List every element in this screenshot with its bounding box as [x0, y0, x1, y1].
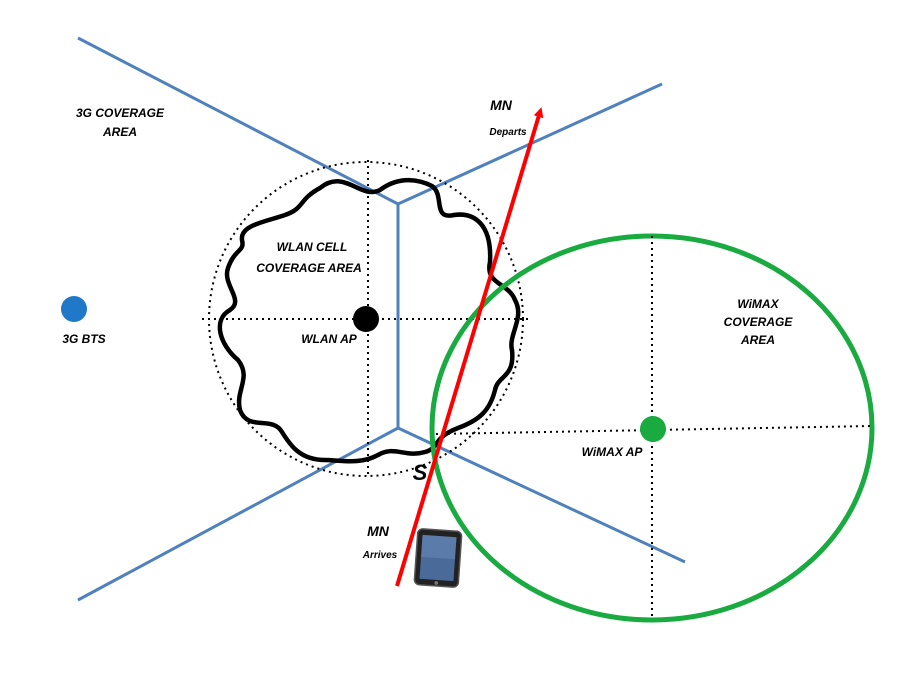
- wimax-ap-label: WiMAX AP: [582, 445, 644, 459]
- mn-arrives-label: Arrives: [362, 550, 398, 561]
- wlan-cell: [202, 160, 532, 478]
- wlan-cell-label-line2: COVERAGE AREA: [256, 261, 362, 275]
- wlan-cell-label-line1: WLAN CELL: [277, 240, 348, 254]
- sector-line-lower-left: [77, 426, 399, 602]
- mn-departs-label: Departs: [489, 127, 527, 138]
- wimax-cell: [429, 233, 875, 623]
- 3g-coverage-label-line2: AREA: [102, 125, 137, 139]
- wimax-coverage-label-line1: WiMAX: [737, 297, 779, 311]
- tablet-icon: [413, 528, 463, 588]
- wlan-ap-label: WLAN AP: [301, 332, 358, 346]
- wimax-coverage-label-line2: COVERAGE: [724, 315, 794, 329]
- 3g-bts-label: 3G BTS: [62, 332, 105, 346]
- wimax-coverage-label-line3: AREA: [740, 333, 775, 347]
- 3g-bts-dot: [61, 296, 87, 322]
- wimax-horizontal-axis: [435, 425, 873, 435]
- wlan-wavy-boundary: [217, 177, 521, 464]
- 3g-coverage-label-line1: 3G COVERAGE: [76, 106, 165, 120]
- mn-path-arrow: [395, 107, 544, 587]
- mn-departs-title: MN: [490, 97, 513, 113]
- sector-line-upper-left: [77, 36, 399, 206]
- wlan-ap-dot: [353, 306, 379, 332]
- wimax-ap-dot: [640, 416, 666, 442]
- mn-arrives-title: MN: [367, 523, 390, 539]
- handover-point-s-label: S: [413, 460, 428, 485]
- 3g-sector-lines: [77, 36, 686, 602]
- sector-line-lower-right: [397, 426, 686, 564]
